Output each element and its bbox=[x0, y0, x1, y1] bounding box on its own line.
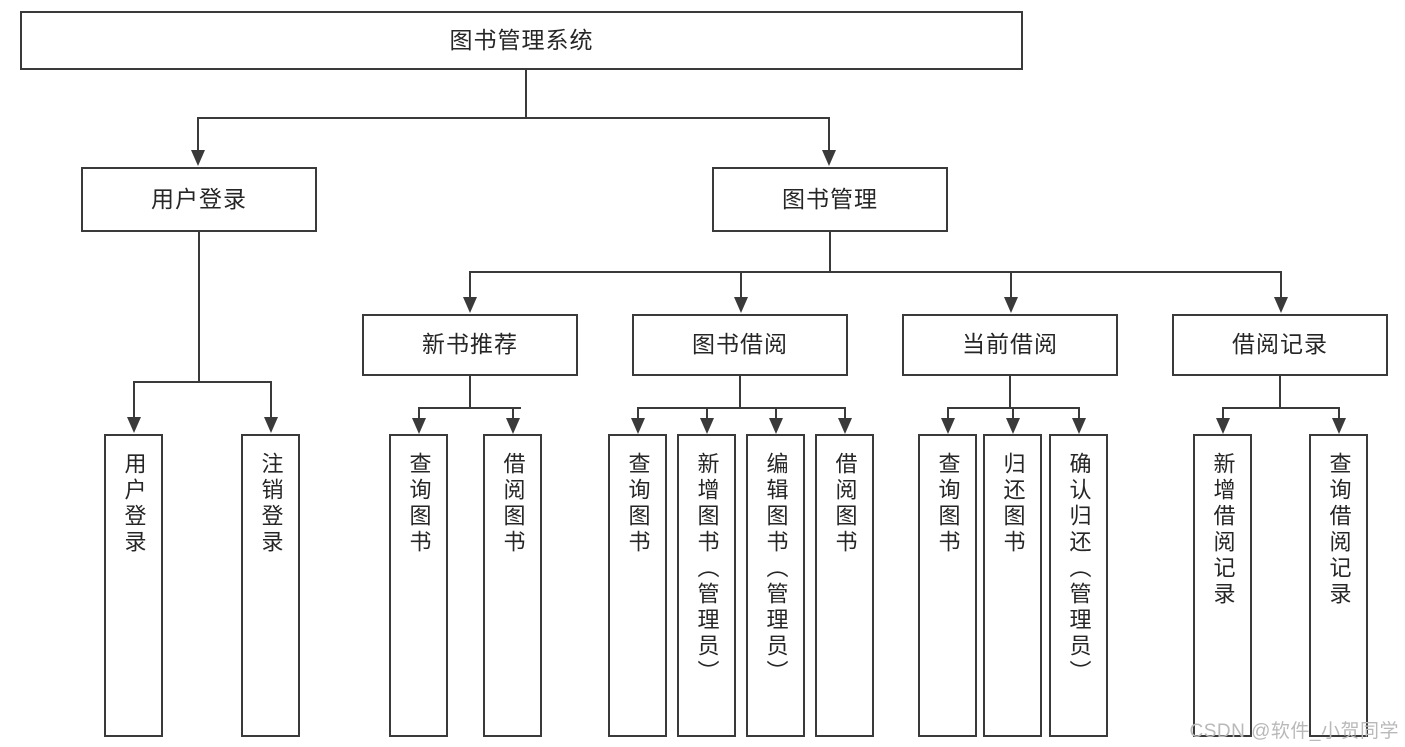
connector-root-bus bbox=[197, 117, 830, 119]
connector-new-book-to-leaf-2 bbox=[512, 407, 514, 419]
arrowhead-current-borrow-to-leaf-1 bbox=[941, 418, 955, 434]
node-user-login[interactable]: 用户登录 bbox=[81, 167, 317, 232]
arrowhead-borrow-record-to-leaf-1 bbox=[1216, 418, 1230, 434]
node-new-book-recommend[interactable]: 新书推荐 bbox=[362, 314, 578, 376]
node-label: 图书管理系统 bbox=[449, 26, 594, 53]
node-leaf-edit-book-admin[interactable]: 编辑图书（管理员） bbox=[746, 434, 805, 737]
node-label: 新增图书（管理员） bbox=[694, 452, 720, 686]
connector-user-login-to-leaf-1 bbox=[133, 381, 135, 418]
node-label: 借阅图书 bbox=[832, 452, 858, 556]
connector-user-login-to-leaf-2 bbox=[270, 381, 272, 418]
node-leaf-return-book[interactable]: 归还图书 bbox=[983, 434, 1042, 737]
node-label: 用户登录 bbox=[121, 452, 147, 556]
connector-root-to-user-login bbox=[197, 117, 199, 151]
arrowhead-current-borrow-to-leaf-2 bbox=[1006, 418, 1020, 434]
node-leaf-confirm-return-admin[interactable]: 确认归还（管理员） bbox=[1049, 434, 1108, 737]
node-label: 查询借阅记录 bbox=[1326, 452, 1352, 608]
connector-new-book-to-leaf-1 bbox=[418, 407, 420, 419]
connector-book-manage-to-book-borrow bbox=[740, 271, 742, 299]
connector-book-borrow-to-leaf-3 bbox=[775, 407, 777, 419]
node-label: 当前借阅 bbox=[962, 331, 1058, 358]
node-label: 注销登录 bbox=[258, 452, 284, 556]
node-label: 用户登录 bbox=[151, 185, 247, 212]
connector-user-login-trunk bbox=[198, 232, 200, 382]
connector-book-manage-to-borrow-record bbox=[1280, 271, 1282, 299]
arrowhead-current-borrow-to-leaf-3 bbox=[1072, 418, 1086, 434]
node-label: 图书借阅 bbox=[692, 331, 788, 358]
node-label: 归还图书 bbox=[1000, 452, 1026, 556]
connector-borrow-record-bus bbox=[1222, 407, 1339, 409]
node-leaf-query-book-3[interactable]: 查询图书 bbox=[918, 434, 977, 737]
node-leaf-query-book-2[interactable]: 查询图书 bbox=[608, 434, 667, 737]
connector-current-borrow-to-leaf-2 bbox=[1012, 407, 1014, 419]
node-leaf-add-borrow-record[interactable]: 新增借阅记录 bbox=[1193, 434, 1252, 737]
arrowhead-book-manage-to-book-borrow bbox=[734, 297, 748, 313]
connector-book-borrow-bus bbox=[637, 407, 845, 409]
connector-current-borrow-to-leaf-1 bbox=[947, 407, 949, 419]
arrowhead-user-login-to-leaf-1 bbox=[127, 417, 141, 433]
arrowhead-borrow-record-to-leaf-2 bbox=[1332, 418, 1346, 434]
watermark-text: CSDN @软件_小贺同学 bbox=[1189, 721, 1399, 742]
connector-book-manage-bus bbox=[469, 271, 1281, 273]
connector-user-login-bus bbox=[133, 381, 271, 383]
connector-borrow-record-to-leaf-1 bbox=[1222, 407, 1224, 419]
node-leaf-query-book-1[interactable]: 查询图书 bbox=[389, 434, 448, 737]
node-label: 新书推荐 bbox=[422, 331, 518, 358]
arrowhead-book-borrow-to-leaf-1 bbox=[631, 418, 645, 434]
connector-root-trunk bbox=[525, 70, 527, 118]
connector-book-borrow-to-leaf-4 bbox=[844, 407, 846, 419]
connector-book-borrow-to-leaf-1 bbox=[637, 407, 639, 419]
connector-new-book-bus bbox=[418, 407, 521, 409]
connector-root-to-book-manage bbox=[828, 117, 830, 151]
connector-borrow-record-to-leaf-2 bbox=[1338, 407, 1340, 419]
arrowhead-book-manage-to-new-book bbox=[463, 297, 477, 313]
node-leaf-borrow-book-2[interactable]: 借阅图书 bbox=[815, 434, 874, 737]
node-label: 查询图书 bbox=[935, 452, 961, 556]
arrowhead-book-borrow-to-leaf-3 bbox=[769, 418, 783, 434]
connector-current-borrow-to-leaf-3 bbox=[1078, 407, 1080, 419]
node-root-system[interactable]: 图书管理系统 bbox=[20, 11, 1023, 70]
arrowhead-book-manage-to-borrow-record bbox=[1274, 297, 1288, 313]
node-book-borrow[interactable]: 图书借阅 bbox=[632, 314, 848, 376]
node-current-borrow[interactable]: 当前借阅 bbox=[902, 314, 1118, 376]
node-label: 借阅图书 bbox=[500, 452, 526, 556]
connector-book-borrow-to-leaf-2 bbox=[706, 407, 708, 419]
arrowhead-root-to-user-login bbox=[191, 150, 205, 166]
connector-book-manage-trunk bbox=[829, 232, 831, 272]
arrowhead-book-borrow-to-leaf-2 bbox=[700, 418, 714, 434]
connector-book-manage-to-new-book bbox=[469, 271, 471, 299]
node-label: 查询图书 bbox=[625, 452, 651, 556]
node-label: 查询图书 bbox=[406, 452, 432, 556]
node-book-manage[interactable]: 图书管理 bbox=[712, 167, 948, 232]
node-label: 图书管理 bbox=[782, 185, 878, 212]
node-label: 借阅记录 bbox=[1232, 331, 1328, 358]
arrowhead-root-to-book-manage bbox=[822, 150, 836, 166]
arrowhead-book-borrow-to-leaf-4 bbox=[838, 418, 852, 434]
arrowhead-new-book-to-leaf-1 bbox=[412, 418, 426, 434]
node-leaf-add-book-admin[interactable]: 新增图书（管理员） bbox=[677, 434, 736, 737]
connector-borrow-record-trunk bbox=[1279, 376, 1281, 408]
node-leaf-query-borrow-record[interactable]: 查询借阅记录 bbox=[1309, 434, 1368, 737]
node-leaf-user-login[interactable]: 用户登录 bbox=[104, 434, 163, 737]
connector-current-borrow-trunk bbox=[1009, 376, 1011, 408]
node-label: 确认归还（管理员） bbox=[1066, 452, 1092, 686]
connector-book-manage-to-current-borrow bbox=[1010, 271, 1012, 299]
arrowhead-user-login-to-leaf-2 bbox=[264, 417, 278, 433]
connector-new-book-trunk bbox=[469, 376, 471, 408]
node-label: 编辑图书（管理员） bbox=[763, 452, 789, 686]
node-borrow-record[interactable]: 借阅记录 bbox=[1172, 314, 1388, 376]
node-leaf-logout-login[interactable]: 注销登录 bbox=[241, 434, 300, 737]
node-leaf-borrow-book-1[interactable]: 借阅图书 bbox=[483, 434, 542, 737]
arrowhead-book-manage-to-current-borrow bbox=[1004, 297, 1018, 313]
node-label: 新增借阅记录 bbox=[1210, 452, 1236, 608]
arrowhead-new-book-to-leaf-2 bbox=[506, 418, 520, 434]
connector-book-borrow-trunk bbox=[739, 376, 741, 408]
